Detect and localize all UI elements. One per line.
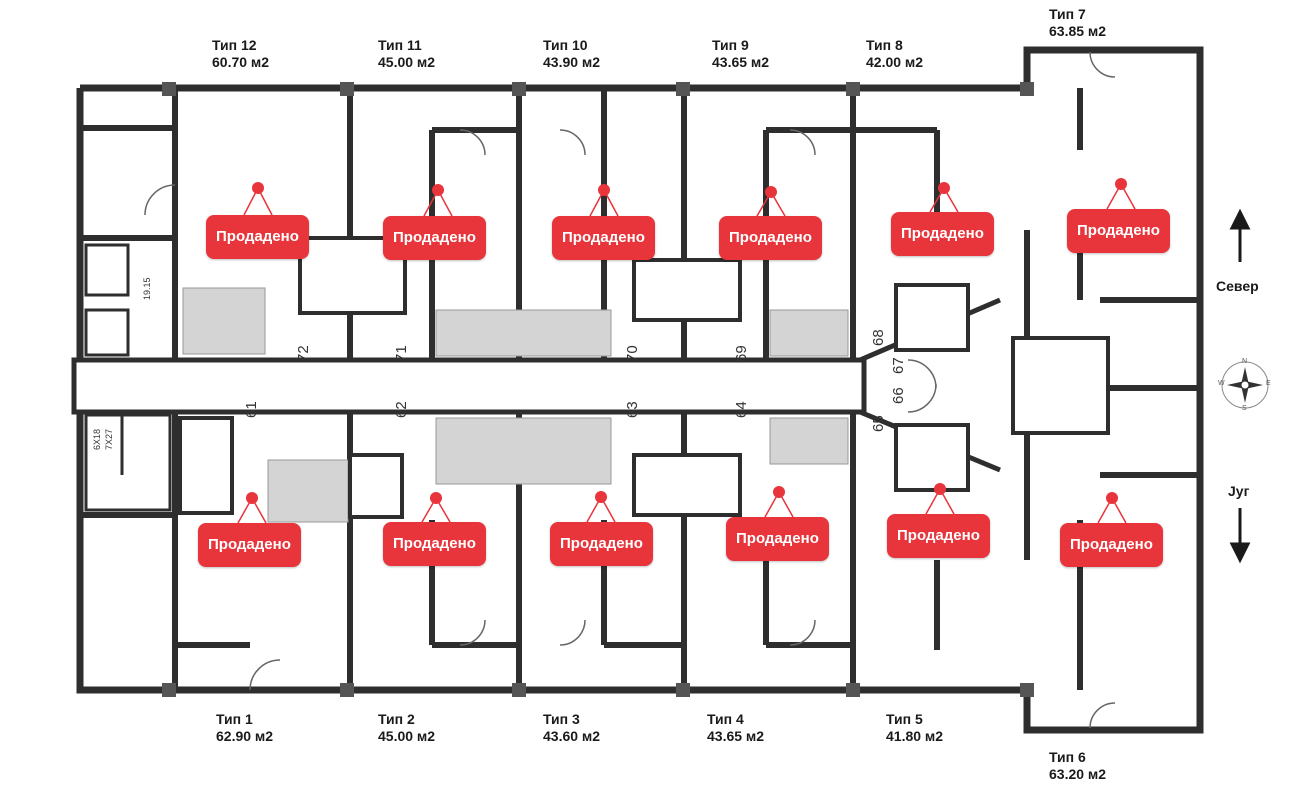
exterior-walls — [76, 46, 1204, 734]
rose-letter-w: W — [1218, 380, 1225, 387]
door-number-62: 62 — [393, 401, 410, 418]
unit-label-tip4: Тип 4 43.65 м2 — [707, 711, 764, 745]
pin-dot — [938, 182, 950, 194]
unit-type: Тип 6 — [1049, 749, 1086, 765]
door-number-72: 72 — [295, 345, 312, 362]
sold-badge-tip2[interactable]: Продадено — [383, 522, 486, 566]
pin-dot — [934, 483, 946, 495]
unit-area: 42.00 м2 — [866, 54, 924, 70]
door-number-68: 68 — [870, 329, 887, 346]
rose-letter-n: N — [1242, 358, 1248, 365]
door-number-61: 61 — [243, 401, 260, 418]
sold-badge-tip5[interactable]: Продадено — [887, 514, 990, 558]
pin-dot — [246, 492, 258, 504]
unit-label-tip5: Тип 5 41.80 м2 — [886, 711, 943, 745]
unit-area: 45.00 м2 — [378, 728, 436, 744]
sold-badge-tip7[interactable]: Продадено — [1067, 209, 1170, 253]
door-number-66: 66 — [890, 387, 907, 404]
south-label: Југ — [1228, 483, 1250, 499]
unit-area: 43.60 м2 — [543, 728, 601, 744]
pin-dot — [430, 492, 442, 504]
door-number-67: 67 — [890, 357, 907, 374]
pin-dot — [432, 184, 444, 196]
unit-type: Тип 12 — [212, 37, 257, 53]
unit-type: Тип 3 — [543, 711, 580, 727]
unit-label-tip3: Тип 3 43.60 м2 — [543, 711, 600, 745]
sold-badge-tip8[interactable]: Продадено — [891, 212, 994, 256]
columns — [162, 82, 1034, 697]
rose-letter-s: S — [1242, 405, 1247, 412]
unit-label-tip12: Тип 12 60.70 м2 — [212, 37, 269, 71]
unit-area: 43.90 м2 — [543, 54, 601, 70]
unit-area: 60.70 м2 — [212, 54, 270, 70]
unit-label-tip10: Тип 10 43.90 м2 — [543, 37, 600, 71]
unit-area: 41.80 м2 — [886, 728, 944, 744]
sold-badge-tip6[interactable]: Продадено — [1060, 523, 1163, 567]
stair-label: 7Х27 — [104, 428, 114, 450]
pin-dot — [598, 184, 610, 196]
unit-area: 43.65 м2 — [712, 54, 770, 70]
stair-core — [84, 243, 172, 512]
door-number-71: 71 — [393, 345, 410, 362]
pin-dot — [765, 186, 777, 198]
door-number-65: 65 — [870, 415, 887, 432]
rose-letter-e: E — [1266, 380, 1271, 387]
unit-type: Тип 9 — [712, 37, 749, 53]
pin-dot — [252, 182, 264, 194]
unit-label-tip9: Тип 9 43.65 м2 — [712, 37, 769, 71]
badge-pins — [237, 178, 1136, 524]
sold-badge-tip3[interactable]: Продадено — [550, 522, 653, 566]
unit-type: Тип 2 — [378, 711, 415, 727]
pin-dot — [595, 491, 607, 503]
unit-area: 63.85 м2 — [1049, 23, 1107, 39]
door-number-63: 63 — [624, 401, 641, 418]
unit-type: Тип 1 — [216, 711, 253, 727]
pin-dot — [1106, 492, 1118, 504]
unit-label-tip8: Тип 8 42.00 м2 — [866, 37, 923, 71]
unit-area: 63.20 м2 — [1049, 766, 1107, 782]
tiled-areas — [182, 287, 849, 523]
sold-badge-tip10[interactable]: Продадено — [552, 216, 655, 260]
unit-type: Тип 10 — [543, 37, 588, 53]
unit-type: Тип 11 — [378, 37, 422, 53]
pin-dot — [1115, 178, 1127, 190]
sold-badge-tip4[interactable]: Продадено — [726, 517, 829, 561]
unit-label-tip7: Тип 7 63.85 м2 — [1049, 6, 1106, 40]
sold-badge-tip11[interactable]: Продадено — [383, 216, 486, 260]
door-number-70: 70 — [624, 345, 641, 362]
compass-rose — [1221, 361, 1269, 409]
door-number-69: 69 — [733, 345, 750, 362]
bathrooms — [178, 236, 1110, 519]
unit-type: Тип 8 — [866, 37, 903, 53]
direction-arrows — [1229, 208, 1251, 564]
unit-type: Тип 4 — [707, 711, 744, 727]
sold-badge-tip1[interactable]: Продадено — [198, 523, 301, 567]
unit-area: 43.65 м2 — [707, 728, 765, 744]
door-swings — [144, 51, 1116, 729]
north-label: Север — [1216, 278, 1259, 294]
unit-area: 45.00 м2 — [378, 54, 436, 70]
stair-label: 19.15 — [142, 277, 152, 300]
unit-label-tip1: Тип 1 62.90 м2 — [216, 711, 273, 745]
unit-label-tip11: Тип 11 45.00 м2 — [378, 37, 435, 71]
stair-label: 6Х18 — [92, 428, 102, 450]
pin-dot — [773, 486, 785, 498]
sold-badge-tip9[interactable]: Продадено — [719, 216, 822, 260]
corridor — [71, 297, 1001, 473]
sold-badge-tip12[interactable]: Продадено — [206, 215, 309, 259]
door-number-64: 64 — [733, 401, 750, 418]
unit-label-tip6: Тип 6 63.20 м2 — [1049, 749, 1106, 783]
unit-area: 62.90 м2 — [216, 728, 274, 744]
unit-type: Тип 5 — [886, 711, 923, 727]
unit-type: Тип 7 — [1049, 6, 1086, 22]
unit-label-tip2: Тип 2 45.00 м2 — [378, 711, 435, 745]
